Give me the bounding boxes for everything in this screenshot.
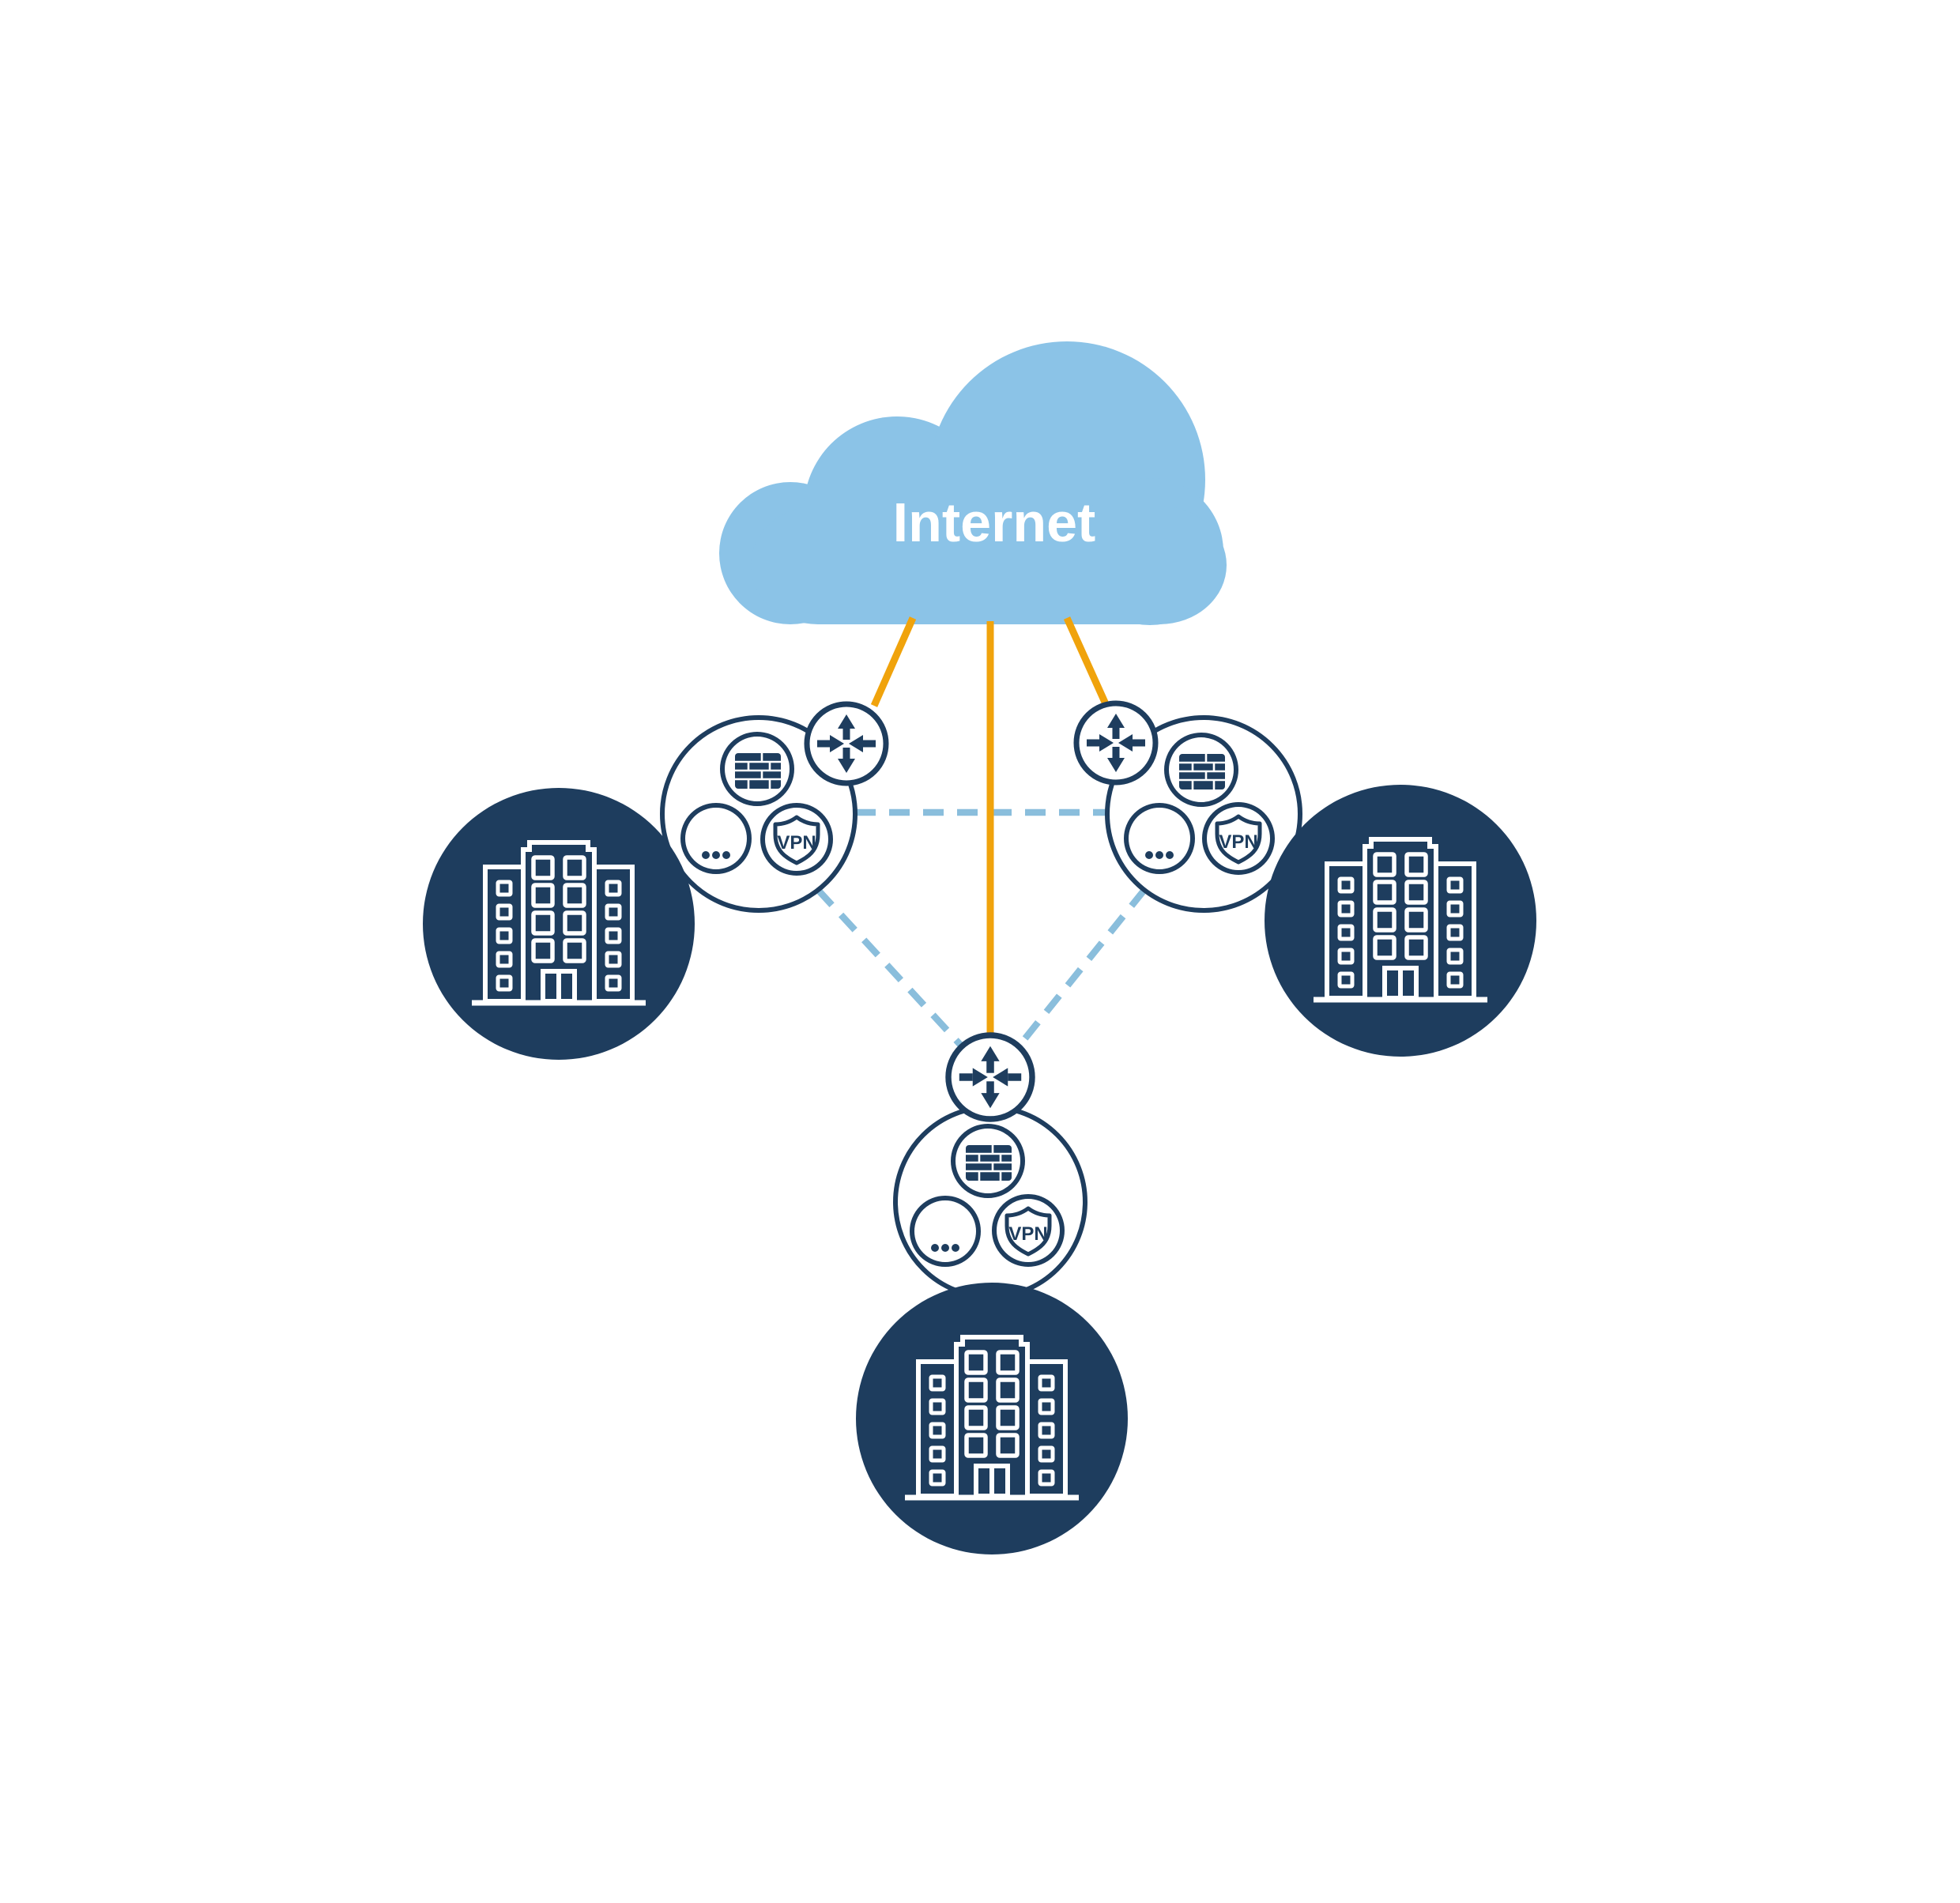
office-building-bottom [856, 1283, 1128, 1554]
internet-link-left [870, 616, 917, 707]
firewall-icon [722, 734, 792, 804]
router-icon [1076, 703, 1155, 782]
office-building-right [1265, 785, 1536, 1057]
internet-links [870, 616, 1110, 1037]
firewall-icon [953, 1126, 1023, 1196]
internet-link-right [1063, 616, 1110, 707]
internet-cloud: Internet [719, 341, 1227, 625]
vpn-label: VPN [1219, 831, 1257, 853]
office-building-left [423, 788, 695, 1060]
firewall-icon [1167, 735, 1236, 805]
vpn-mesh-links [815, 808, 1148, 1049]
more-services-icon [912, 1198, 978, 1264]
vpn-icon: VPN [994, 1196, 1062, 1264]
router-icon [807, 704, 886, 783]
router-icon [948, 1035, 1032, 1119]
vpn-label: VPN [1008, 1223, 1047, 1245]
branch-cluster-bottom: VPN [893, 1035, 1087, 1299]
internet-label: Internet [893, 492, 1096, 553]
branch-cluster-left: VPN [660, 704, 886, 913]
more-services-icon [683, 805, 749, 872]
cloud-shape [719, 341, 1227, 625]
mesh-link-right-bottom [1016, 887, 1148, 1049]
mesh-link-left-bottom [815, 887, 965, 1049]
vpn-icon: VPN [763, 805, 831, 873]
vpn-icon: VPN [1204, 805, 1272, 872]
branch-cluster-right: VPN [1076, 703, 1302, 913]
vpn-label: VPN [777, 832, 816, 854]
more-services-icon [1126, 805, 1193, 872]
